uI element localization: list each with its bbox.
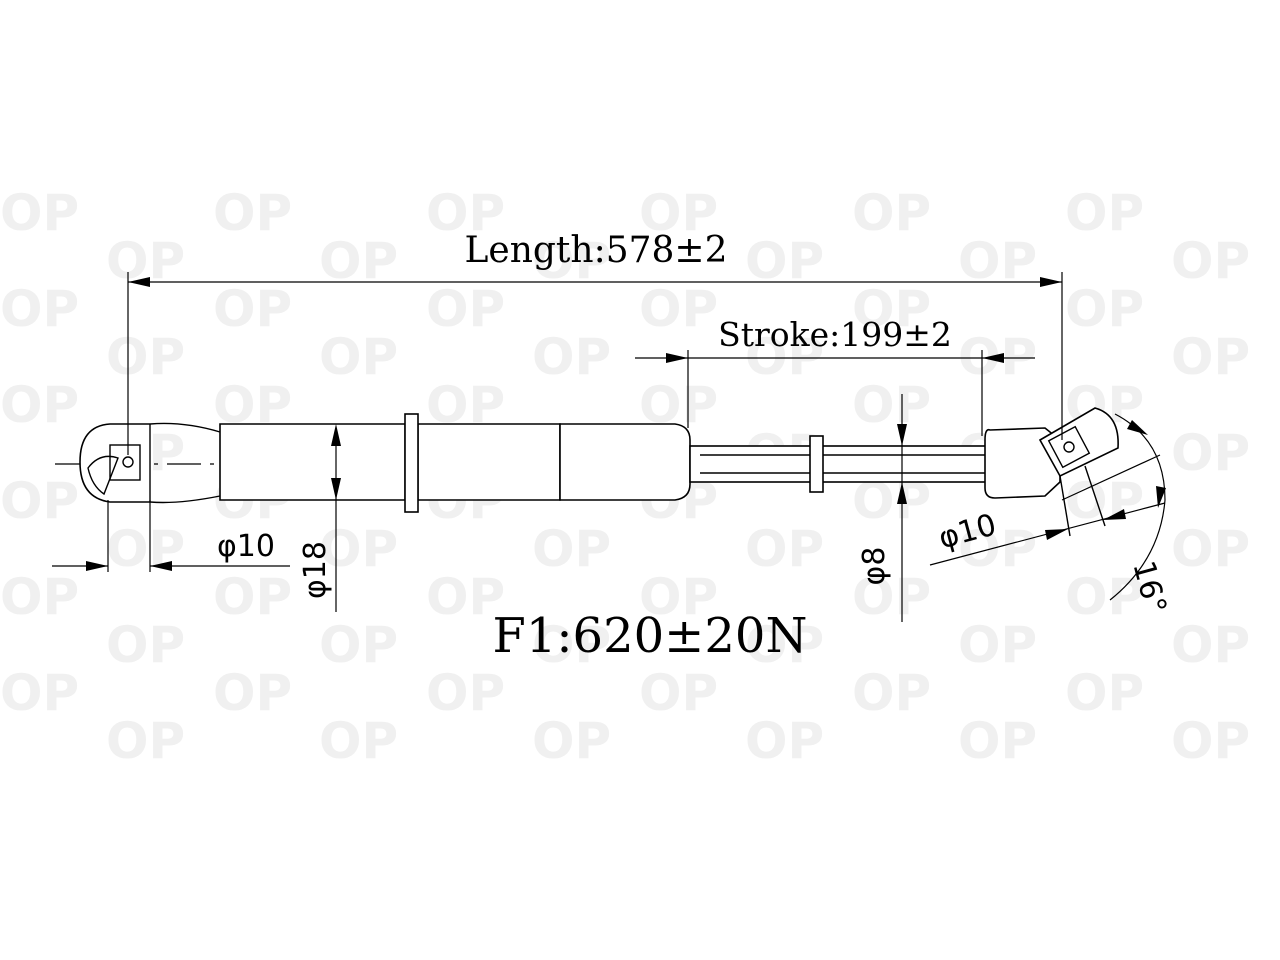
watermark: OP (745, 328, 824, 386)
watermark: OP (1278, 184, 1280, 242)
watermark: OP (106, 616, 185, 674)
stroke-dimension (635, 350, 1035, 436)
watermark: OP (1278, 376, 1280, 434)
watermark: OP (1278, 472, 1280, 530)
watermark: OP (106, 328, 185, 386)
watermark: OP (532, 712, 611, 770)
watermark: OP (213, 664, 292, 722)
watermark: OP (1278, 568, 1280, 626)
watermark: OP (1171, 328, 1250, 386)
watermark: OP (426, 184, 505, 242)
left-eye-hole (122, 456, 134, 468)
watermark: OP (852, 664, 931, 722)
right-eyelet (984, 407, 1119, 537)
rod-dimension (897, 394, 907, 622)
watermark: OP (745, 520, 824, 578)
watermark: OP (852, 184, 931, 242)
watermark: OP (426, 664, 505, 722)
watermark: OP (639, 184, 718, 242)
watermark: OP (213, 184, 292, 242)
watermark: OP (0, 472, 79, 530)
watermark: OP (745, 712, 824, 770)
watermark: OP (745, 616, 824, 674)
force-label: F1:620±20N (493, 608, 808, 664)
watermark: OP (0, 568, 79, 626)
watermark: OP (106, 520, 185, 578)
watermark: OP (958, 712, 1037, 770)
watermark: OP (532, 232, 611, 290)
watermark: OP (1171, 616, 1250, 674)
watermark: OP (852, 568, 931, 626)
watermark: OP (1065, 280, 1144, 338)
rod-label: φ8 (857, 547, 892, 586)
watermark: OP (319, 616, 398, 674)
watermark: OP (852, 376, 931, 434)
watermark: OP (532, 520, 611, 578)
left-eye-label: φ10 (217, 529, 275, 564)
cylinder-tube (219, 413, 691, 513)
watermark: OP (0, 664, 79, 722)
length-label: Length:578±2 (464, 230, 727, 271)
tube-label: φ18 (298, 541, 333, 599)
watermark: OP (958, 616, 1037, 674)
watermark: OP (1171, 520, 1250, 578)
rod-ring (809, 435, 824, 493)
watermark: OP (426, 568, 505, 626)
watermark: OP (1171, 712, 1250, 770)
watermark: OP (1065, 184, 1144, 242)
watermark: OP (639, 664, 718, 722)
piston-rod (689, 435, 991, 493)
watermark: OP (532, 616, 611, 674)
angle-dimension (1061, 413, 1166, 601)
left-eye-dimension (52, 500, 290, 572)
watermark: OP (1278, 280, 1280, 338)
watermark: OP (1065, 664, 1144, 722)
watermark: OP (0, 280, 79, 338)
watermark: OP (319, 328, 398, 386)
watermark: OP (319, 232, 398, 290)
watermark: OP (639, 568, 718, 626)
left-eyelet (79, 422, 221, 504)
watermark: OP (319, 712, 398, 770)
watermark: OP (426, 280, 505, 338)
watermark: OP (852, 280, 931, 338)
watermark: OP (213, 568, 292, 626)
watermark: OP (639, 280, 718, 338)
watermark: OP (1278, 664, 1280, 722)
watermark: OP (213, 280, 292, 338)
right-eye-dimension (929, 502, 1166, 566)
watermark: OP (1065, 472, 1144, 530)
right-eye-hole (1063, 441, 1075, 453)
watermark: OP (1171, 424, 1250, 482)
watermark: OP (745, 232, 824, 290)
tube-dimension (331, 424, 341, 612)
tube-ring (404, 413, 419, 513)
watermark: OP (532, 328, 611, 386)
watermark: OP (0, 376, 79, 434)
watermark: OP (958, 520, 1037, 578)
watermark: OP (106, 712, 185, 770)
length-dimension (127, 272, 1063, 455)
watermark: OP (1065, 568, 1144, 626)
watermark: OP (1171, 232, 1250, 290)
watermark: OP (319, 520, 398, 578)
stroke-label: Stroke:199±2 (718, 315, 952, 354)
watermark: OP (958, 232, 1037, 290)
watermark: OP (0, 184, 79, 242)
